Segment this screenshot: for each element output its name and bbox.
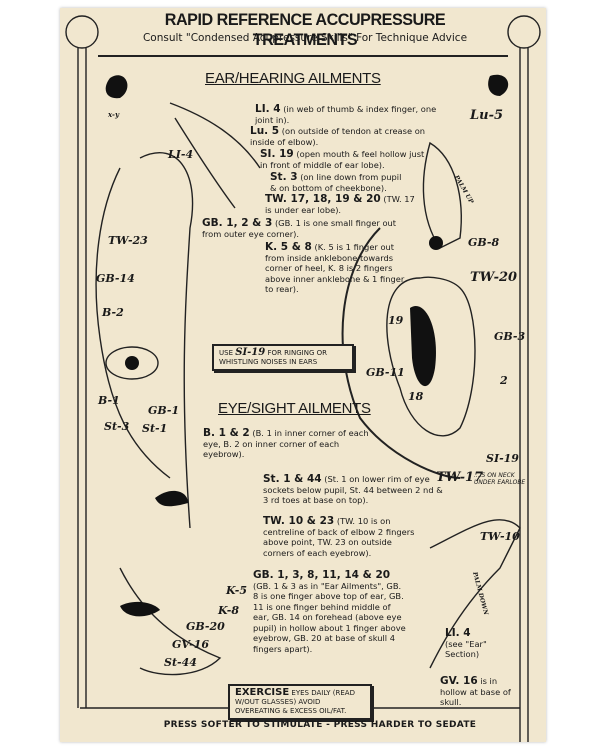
eye-item: TW. 10 & 23 (TW. 10 is on centreline of … (263, 515, 415, 558)
li4-note: LI. 4(see "Ear" Section) (445, 627, 487, 659)
poster-footer: PRESS SOFTER TO STIMULATE - PRESS HARDER… (163, 720, 477, 730)
label-gb14: GB-14 (96, 272, 135, 285)
pole-knob-right (507, 15, 541, 49)
label-gb3: GB-3 (494, 330, 526, 343)
foot-drawing (119, 567, 222, 676)
head-outline (139, 152, 194, 529)
label-gb11: GB-11 (366, 366, 405, 379)
label-18: 18 (408, 390, 424, 403)
label-si19: SI-19 (486, 452, 519, 465)
arm-palm-down (429, 519, 521, 669)
eye-item: St. 1 & 44 (St. 1 on lower rim of eye so… (263, 473, 443, 505)
hand-drawing (169, 102, 261, 209)
label-gb20: GB-20 (186, 620, 225, 633)
label-st1: St-1 (142, 422, 168, 435)
label-gb8: GB-8 (468, 236, 500, 249)
label-st3: St-3 (104, 420, 130, 433)
ear-item: LI. 4 (in web of thumb & index finger, o… (255, 103, 437, 125)
ear-item: K. 5 & 8 (K. 5 is 1 finger out from insi… (265, 241, 405, 294)
gv16-note: GV. 16 is in hollow at base of skull. (440, 675, 511, 707)
acupressure-poster: RAPID REFERENCE ACCUPRESSURE TREATMENTS … (60, 8, 546, 742)
label-tw20: TW-20 (470, 270, 518, 285)
label-st44: St-44 (164, 656, 197, 669)
poster-title: RAPID REFERENCE ACCUPRESSURE TREATMENTS (164, 10, 446, 49)
ear-item: GB. 1, 2 & 3 (GB. 1 is one small finger … (202, 217, 397, 239)
label-gv16: GV-16 (172, 638, 210, 651)
label-lu5: Lu-5 (470, 108, 504, 123)
face-profile (95, 167, 171, 479)
label-k8: K-8 (218, 604, 239, 617)
ear-panel-border (341, 227, 461, 479)
label-tw23: TW-23 (108, 234, 148, 247)
label-k5: K-5 (226, 584, 247, 597)
label-tw17: TW-17 (436, 470, 484, 485)
poster-illustrations (65, 15, 541, 742)
eye-item: GB. 1, 3, 8, 11, 14 & 20 (GB. 1 & 3 as i… (253, 569, 406, 654)
label-li4: LI-4 (168, 148, 194, 161)
ear-item: SI. 19 (open mouth & feel hollow just in… (260, 148, 425, 170)
ear-tip-box: Use SI-19 for ringing or whistling noise… (212, 344, 354, 371)
pole-knob-left (65, 15, 99, 49)
label-gb1: GB-1 (148, 404, 180, 417)
label-2: 2 (500, 374, 508, 387)
hand-palm-up (422, 141, 462, 249)
label-tw10: TW-10 (480, 530, 520, 543)
label-xy: x-y (108, 110, 120, 119)
label-19: 19 (388, 314, 404, 327)
eye-section-heading: EYE/SIGHT AILMENTS (218, 400, 371, 417)
label-b1: B-1 (98, 394, 120, 407)
ear-section-heading: EAR/HEARING AILMENTS (205, 70, 381, 87)
ear-item: TW. 17, 18, 19 & 20 (TW. 17 is under ear… (265, 193, 415, 215)
poster-subtitle: Consult "Condensed Acupressure Skills" F… (142, 32, 468, 44)
eye-item: B. 1 & 2 (B. 1 in inner corner of each e… (203, 427, 369, 459)
ear-shading (410, 306, 436, 387)
ear-drawing (386, 276, 476, 437)
ear-item: St. 3 (on line down from pupil & on bott… (270, 171, 402, 193)
ear-item: Lu. 5 (on outside of tendon at crease on… (250, 125, 426, 147)
eye-drawing (105, 346, 159, 380)
label-b2: B-2 (102, 306, 124, 319)
